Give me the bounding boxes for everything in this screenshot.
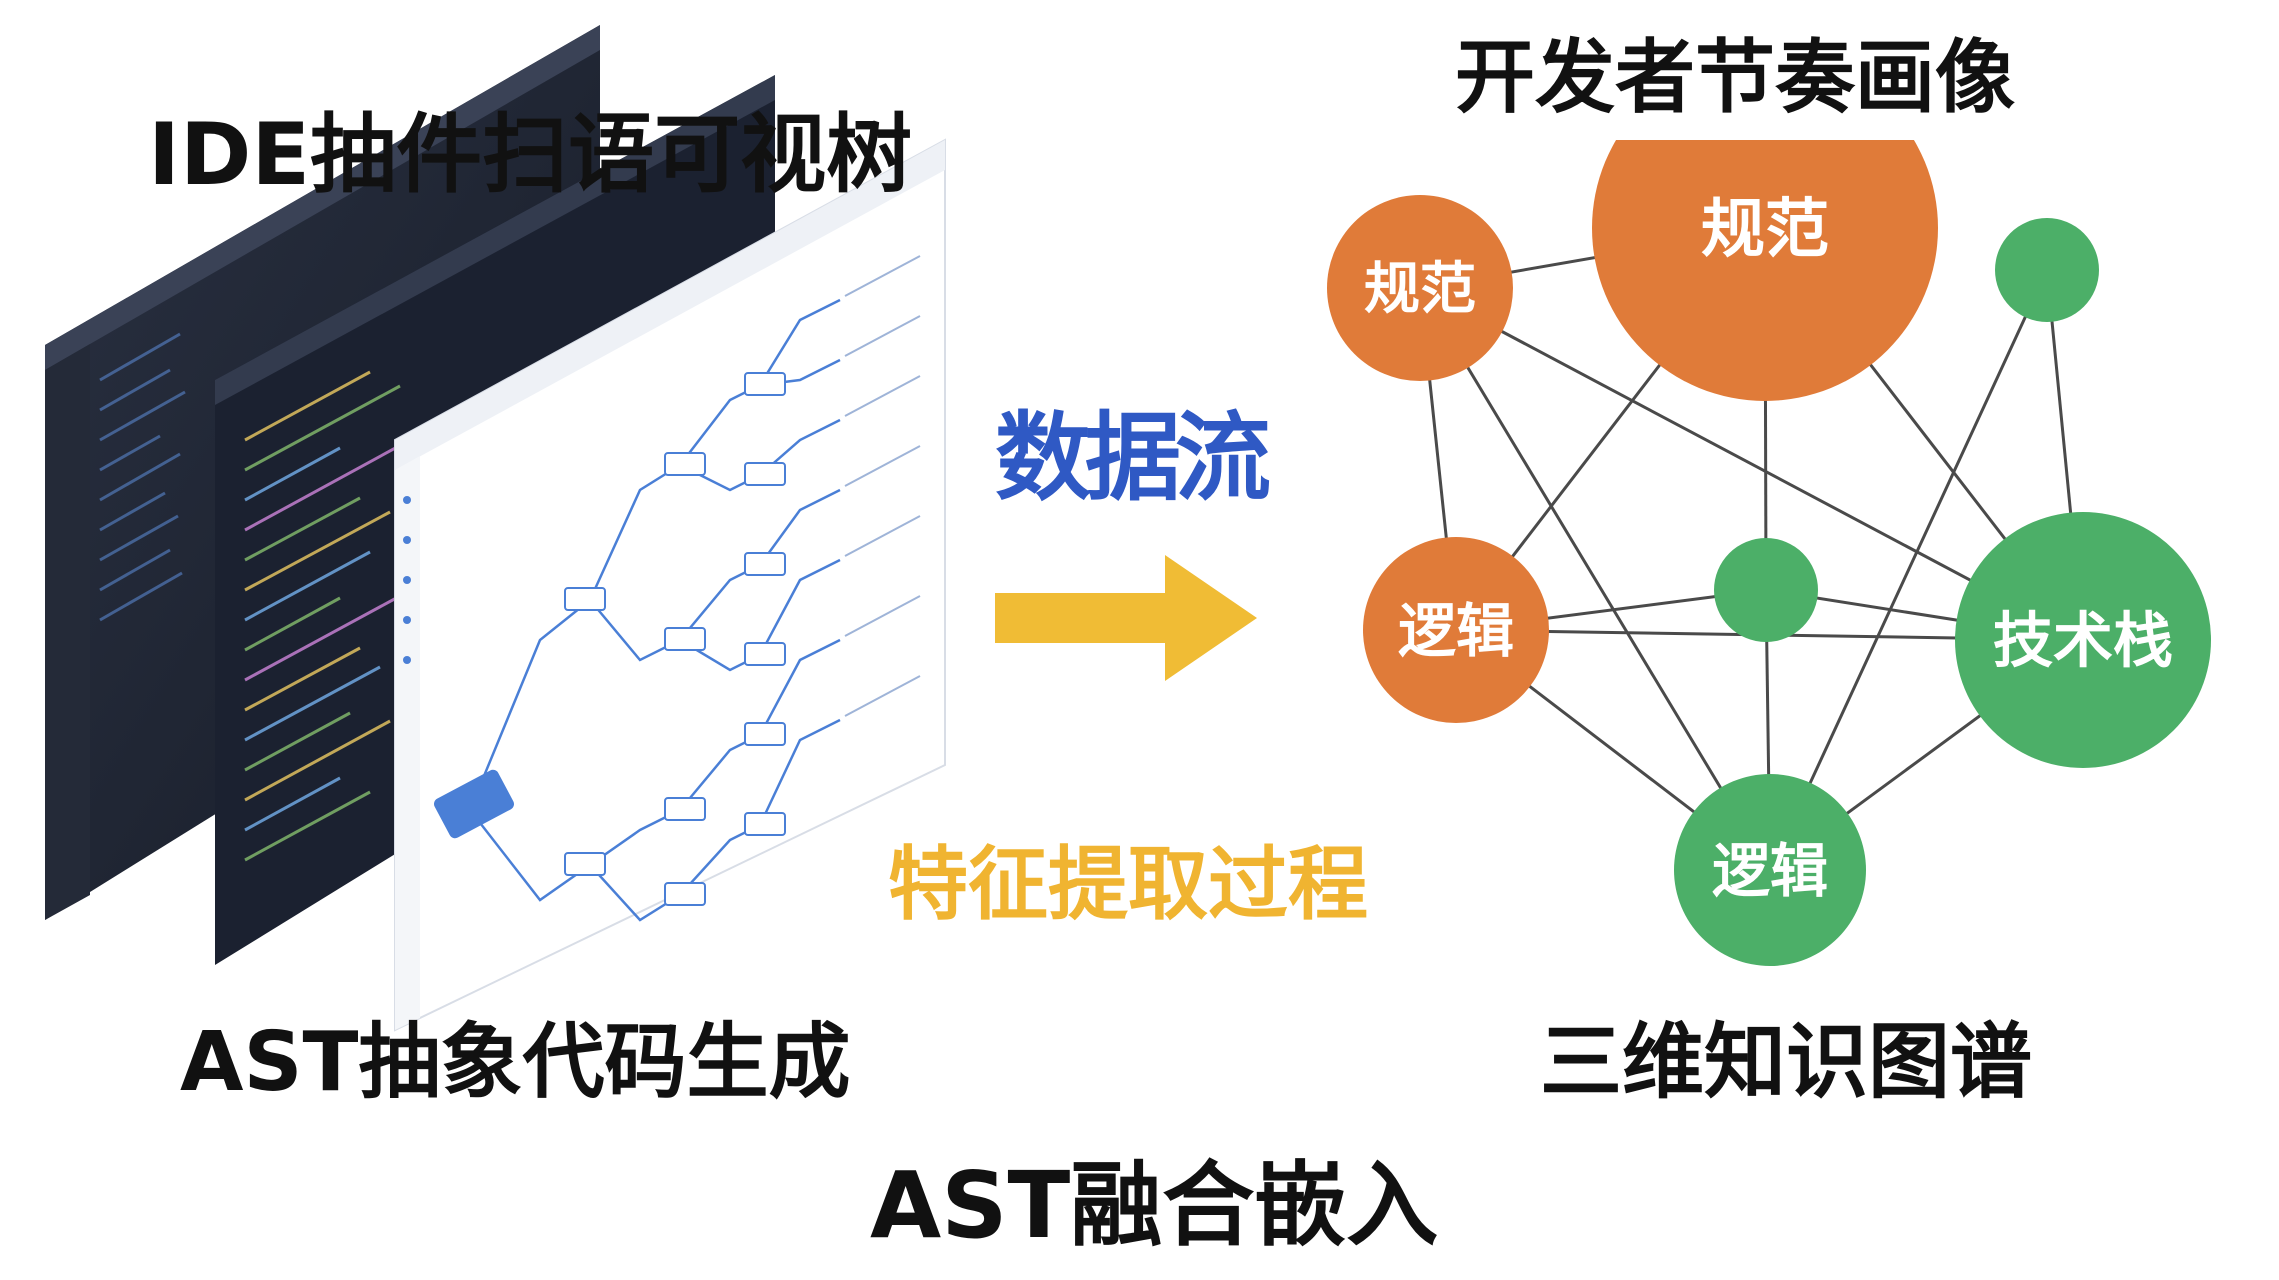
graph-node-label-n4: 逻辑 [1398, 597, 1514, 665]
graph-node-label-n1: 规范 [1364, 257, 1476, 322]
data-flow-arrow [995, 555, 1265, 685]
graph-nodes: 规范规范逻辑技术栈逻辑 [1327, 140, 2211, 966]
graph-node-n3 [1995, 218, 2099, 322]
knowledge-graph: 规范规范逻辑技术栈逻辑 [1320, 140, 2240, 1120]
knowledge-graph-title: 三维知识图谱 [1540, 1022, 2032, 1104]
graph-node-n2 [1592, 140, 1938, 401]
graph-node-n5 [1714, 538, 1818, 642]
data-flow-label: 数据流 [995, 410, 1265, 506]
graph-node-label-n2: 规范 [1701, 193, 1829, 267]
dev-profile-title: 开发者节奏画像 [1455, 38, 2015, 118]
ast-generate-title: AST抽象代码生成 [180, 1022, 850, 1104]
feature-process-label: 特征提取过程 [888, 845, 1368, 925]
ast-fusion-title: AST融合嵌入 [870, 1160, 1438, 1252]
graph-node-label-n6: 技术栈 [1993, 607, 2173, 677]
graph-node-label-n7: 逻辑 [1712, 837, 1828, 905]
ide-tree-title: IDE抽件扫语可视树 [148, 112, 912, 198]
